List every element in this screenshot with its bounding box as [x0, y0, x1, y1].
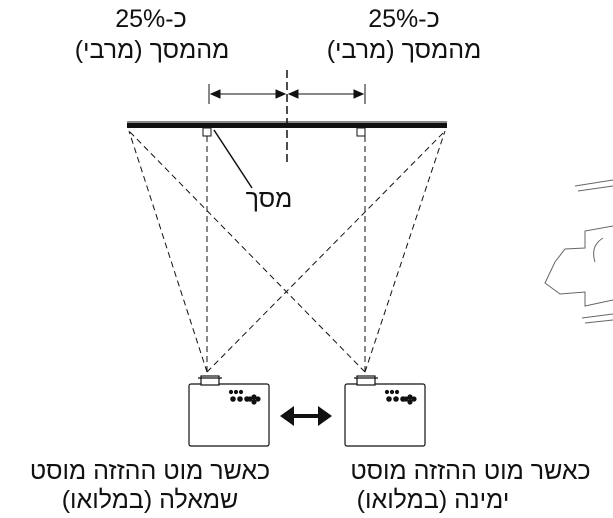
- right-percent-label: כ-25%: [368, 5, 440, 33]
- bottom-right-line2: ימינה (במלואו): [356, 486, 510, 514]
- screen-leader-line: [213, 129, 253, 189]
- bottom-left-line2: שמאלה (במלואו): [61, 486, 239, 514]
- bottom-left-line1: כאשר מוט ההזזה מוסט: [29, 457, 271, 485]
- projector-right: [344, 375, 426, 447]
- left-percent-label: כ-25%: [115, 5, 187, 33]
- left-caption-label: מהמסך (מרבי): [74, 36, 230, 64]
- screen-bar: [127, 121, 447, 128]
- screen-label: מסך: [245, 185, 293, 213]
- left-center-marker: [202, 127, 212, 137]
- shift-range-arrows: [208, 84, 366, 104]
- arrow-left-icon: [544, 179, 613, 324]
- left-right-arrow-icon: [280, 406, 332, 426]
- projector-left: [188, 375, 270, 447]
- right-caption-label: מהמסך (מרבי): [326, 36, 482, 64]
- projection-lines: [128, 130, 446, 373]
- right-center-marker: [356, 127, 366, 137]
- bottom-right-line1: כאשר מוט ההזזה מוסט: [350, 457, 591, 485]
